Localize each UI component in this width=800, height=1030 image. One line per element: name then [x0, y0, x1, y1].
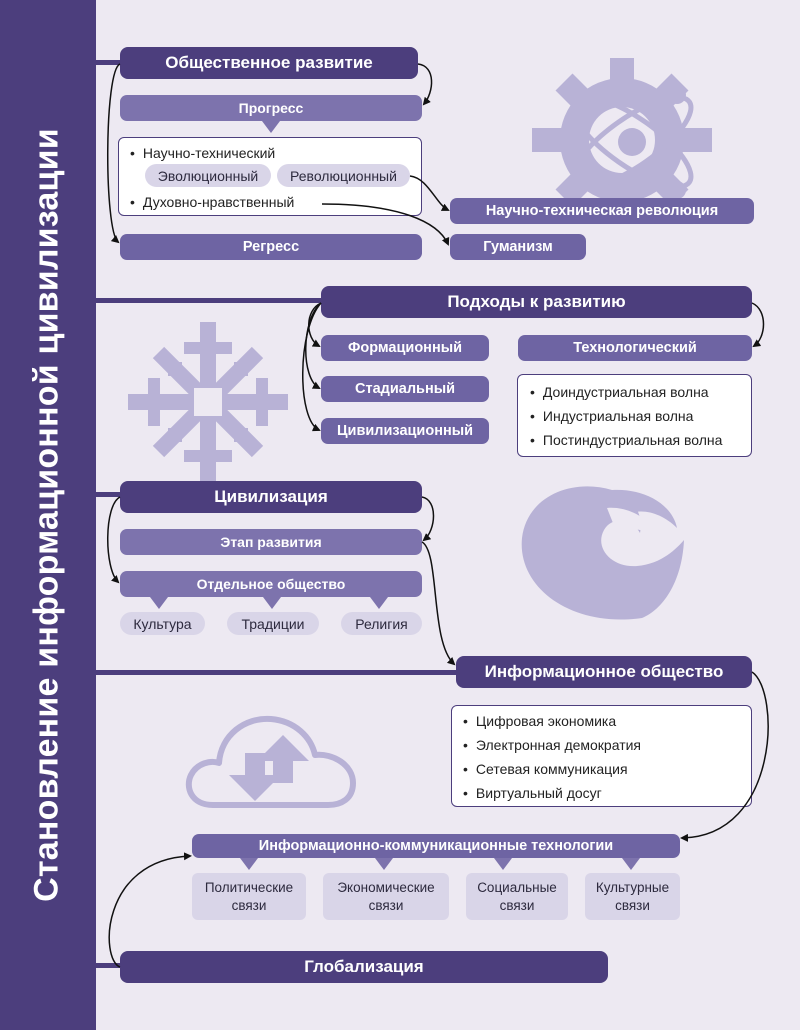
snowflake-ornament-icon — [128, 322, 288, 482]
ntr-bar: Научно-техническая революция — [450, 198, 754, 224]
aspect-religion: Религия — [341, 612, 422, 635]
item-digital-economy: Цифровая экономика — [463, 713, 616, 729]
arrow-approach-formational — [308, 302, 322, 347]
pointer-traditions — [263, 597, 281, 609]
stage-bar: Этап развития — [120, 529, 422, 555]
pointer-social — [494, 858, 512, 870]
progress-type-moral: Духовно-нравственный — [130, 194, 294, 210]
wave-industrial: Индустриальная волна — [530, 408, 694, 424]
wave-pre-industrial: Доиндустриальная волна — [530, 384, 709, 400]
pointer-political — [240, 858, 258, 870]
connector-bar-4 — [96, 670, 456, 675]
wave-icon — [521, 486, 684, 620]
approach-formational: Формационный — [321, 335, 489, 361]
item-e-democracy: Электронная демократия — [463, 737, 641, 753]
regress-bar: Регресс — [120, 234, 422, 260]
arrow-approach-civilizational — [302, 302, 322, 432]
approach-technological: Технологический — [518, 335, 752, 361]
humanism-bar: Гуманизм — [450, 234, 586, 260]
connector-bar-2 — [96, 298, 326, 303]
pointer-culture — [150, 597, 168, 609]
progress-bar: Прогресс — [120, 95, 422, 121]
aspect-traditions: Традиции — [227, 612, 319, 635]
item-network-communication: Сетевая коммуникация — [463, 761, 628, 777]
aspect-culture: Культура — [120, 612, 205, 635]
approach-civilizational: Цивилизационный — [321, 418, 489, 444]
link-economic: Экономические связи — [323, 873, 449, 920]
wave-post-industrial: Постиндустриальная волна — [530, 432, 723, 448]
pointer-economic — [375, 858, 393, 870]
arrow-approach-stadial — [305, 302, 322, 389]
info-society-header: Информационное общество — [456, 656, 752, 688]
approach-stadial: Стадиальный — [321, 376, 489, 402]
kind-revolutionary: Революционный — [277, 164, 410, 187]
sidebar: Становление информационной цивилизации — [0, 0, 96, 1030]
arrow-civ-society — [107, 496, 121, 584]
progress-pointer — [262, 121, 280, 133]
connector-bar-3 — [96, 492, 126, 497]
progress-type-science: Научно-технический — [130, 145, 275, 161]
arrow-stage-infosociety — [421, 541, 456, 666]
pointer-religion — [370, 597, 388, 609]
link-social: Социальные связи — [466, 873, 568, 920]
link-political: Политические связи — [192, 873, 306, 920]
ict-bar: Информационно-коммуникационные технологи… — [192, 834, 680, 858]
item-virtual-leisure: Виртуальный досуг — [463, 785, 602, 801]
arrow-civ-stage — [421, 496, 435, 542]
pointer-cultural — [622, 858, 640, 870]
social-development-header: Общественное развитие — [120, 47, 418, 79]
gear-atom-icon — [532, 58, 712, 222]
civilization-header: Цивилизация — [120, 481, 422, 513]
society-bar: Отдельное общество — [120, 571, 422, 597]
page-title: Становление информационной цивилизации — [27, 128, 66, 902]
link-cultural: Культурные связи — [585, 873, 680, 920]
cloud-sync-icon — [185, 715, 356, 808]
approaches-header: Подходы к развитию — [321, 286, 752, 318]
kind-evolutionary: Эволюционный — [145, 164, 271, 187]
arrow-approach-technological — [751, 302, 765, 348]
connector-bar-1 — [96, 60, 126, 65]
globalization-header: Глобализация — [120, 951, 608, 983]
